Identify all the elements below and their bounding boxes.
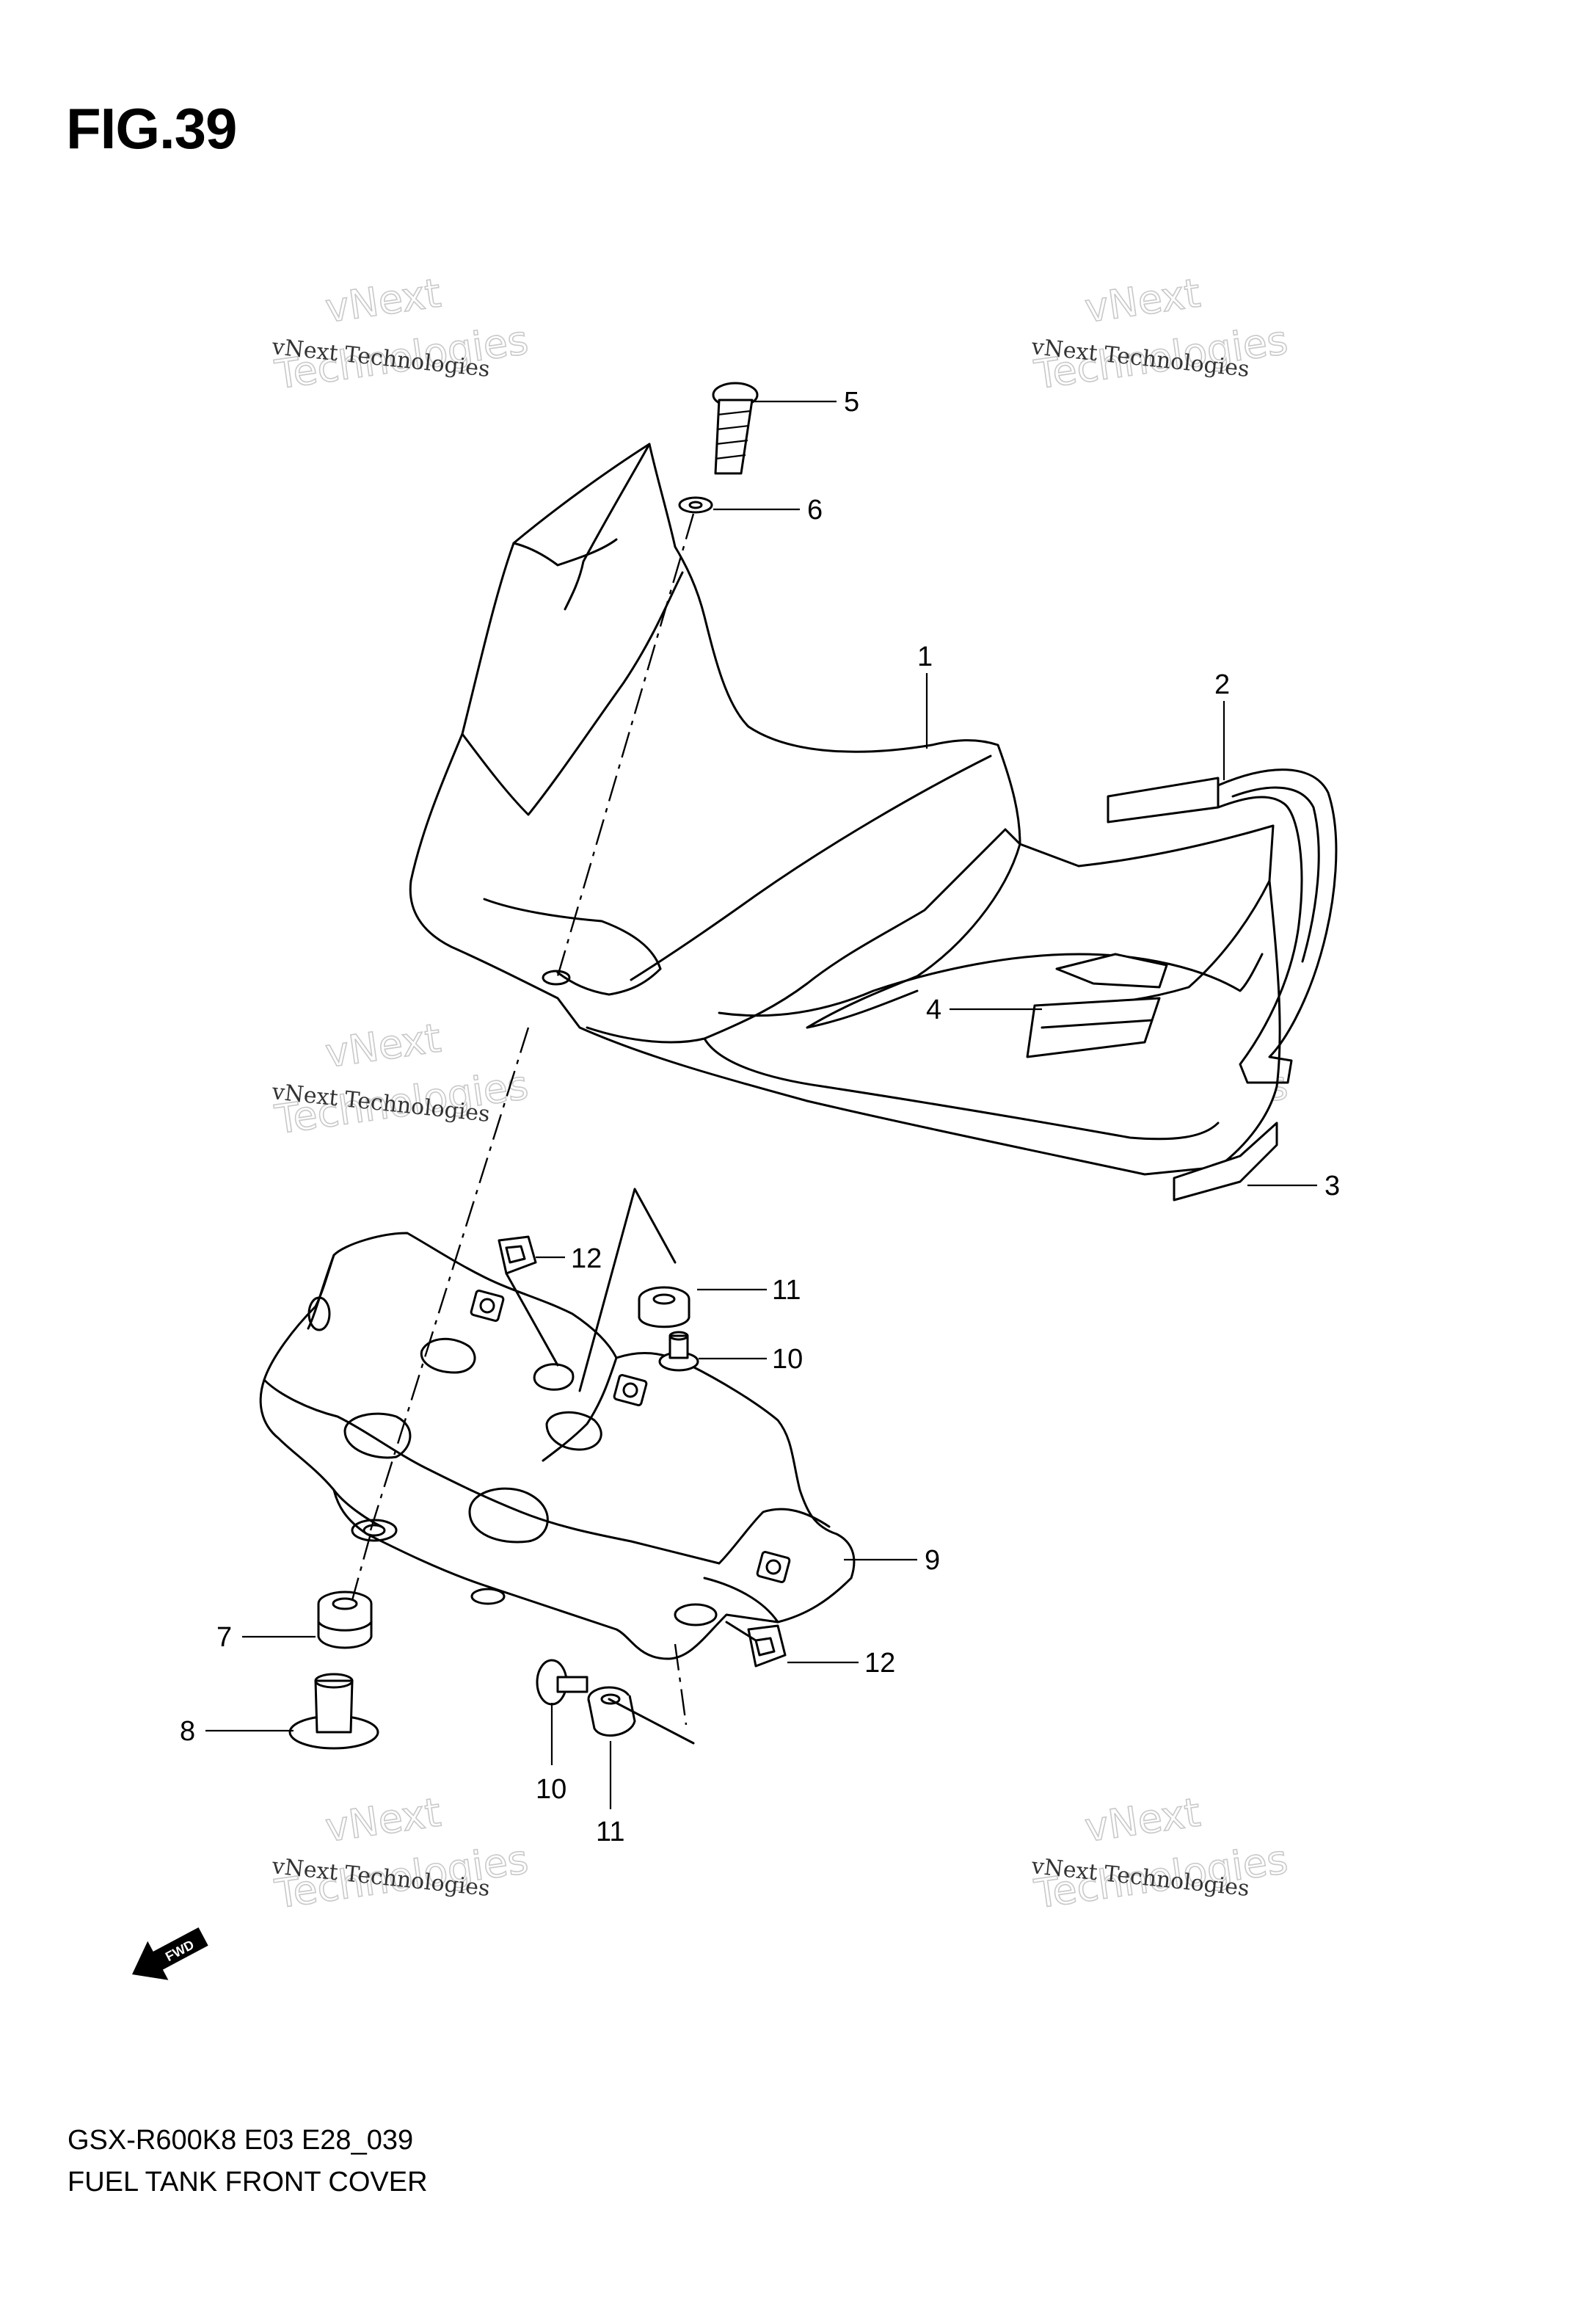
figure-name: FUEL TANK FRONT COVER: [68, 2167, 428, 2198]
callout-3: 3: [1324, 1171, 1340, 1202]
fwd-arrow-icon: FWD: [132, 1927, 208, 1980]
part-4-emblem: [1055, 953, 1168, 989]
leader-lines: [205, 400, 1317, 1809]
callout-7: 7: [216, 1622, 232, 1653]
watermark-line3: vNext: [1082, 1789, 1203, 1851]
watermark-line3: vNext: [1082, 270, 1203, 332]
watermark-bottom-right: Technologies vNext: [1031, 1789, 1291, 1918]
alignment-lines: [351, 513, 757, 1745]
part-2-trim: [1107, 768, 1338, 1084]
watermark-top-left: Technologies vNext: [272, 269, 532, 399]
watermark-line3: vNext: [322, 270, 443, 332]
part-11-grommet-upper: [638, 1286, 690, 1328]
callout-2: 2: [1214, 669, 1230, 700]
part-12-clip-nut-upper: [498, 1235, 537, 1275]
callout-labels: 5 6 1 2 4 3 12 11 10 9 12 7 8 10 11: [180, 387, 1340, 1847]
watermark-line3: vNext: [322, 1015, 443, 1077]
part-9-bracket: [259, 1232, 856, 1660]
callout-8: 8: [180, 1716, 195, 1747]
watermark-bottom-left: Technologies vNext: [272, 1789, 532, 1918]
callout-9: 9: [925, 1545, 940, 1576]
part-11-grommet-lower: [587, 1686, 636, 1737]
callout-11-upper: 11: [772, 1275, 801, 1306]
callout-12-upper: 12: [571, 1243, 602, 1274]
part-3-trim: [1173, 1122, 1278, 1202]
figure-title: FIG.39: [66, 96, 237, 161]
callout-12-lower: 12: [864, 1648, 895, 1679]
watermark-line3: vNext: [322, 1789, 443, 1851]
part-10-collar-upper: [658, 1331, 699, 1372]
part-7-grommet: [317, 1591, 373, 1649]
callout-10-lower: 10: [536, 1774, 566, 1805]
part-12-clip-nut-lower: [747, 1624, 787, 1668]
callout-1: 1: [917, 641, 933, 672]
part-8-collar: [288, 1673, 379, 1750]
watermark-mid-left: Technologies vNext: [272, 1014, 532, 1144]
part-10-collar-lower: [536, 1659, 589, 1706]
callout-11-lower: 11: [596, 1817, 624, 1847]
figure-code: GSX-R600K8 E03 E28_039: [68, 2125, 414, 2156]
part-5-screw: [712, 382, 759, 475]
watermark-top-right: Technologies vNext: [1031, 269, 1291, 399]
part-1-front-cover: [409, 443, 1281, 1176]
callout-10-upper: 10: [772, 1344, 803, 1375]
part-6-washer: [678, 496, 713, 514]
callout-6: 6: [807, 495, 823, 526]
callout-5: 5: [844, 387, 859, 418]
callout-4: 4: [926, 995, 941, 1025]
